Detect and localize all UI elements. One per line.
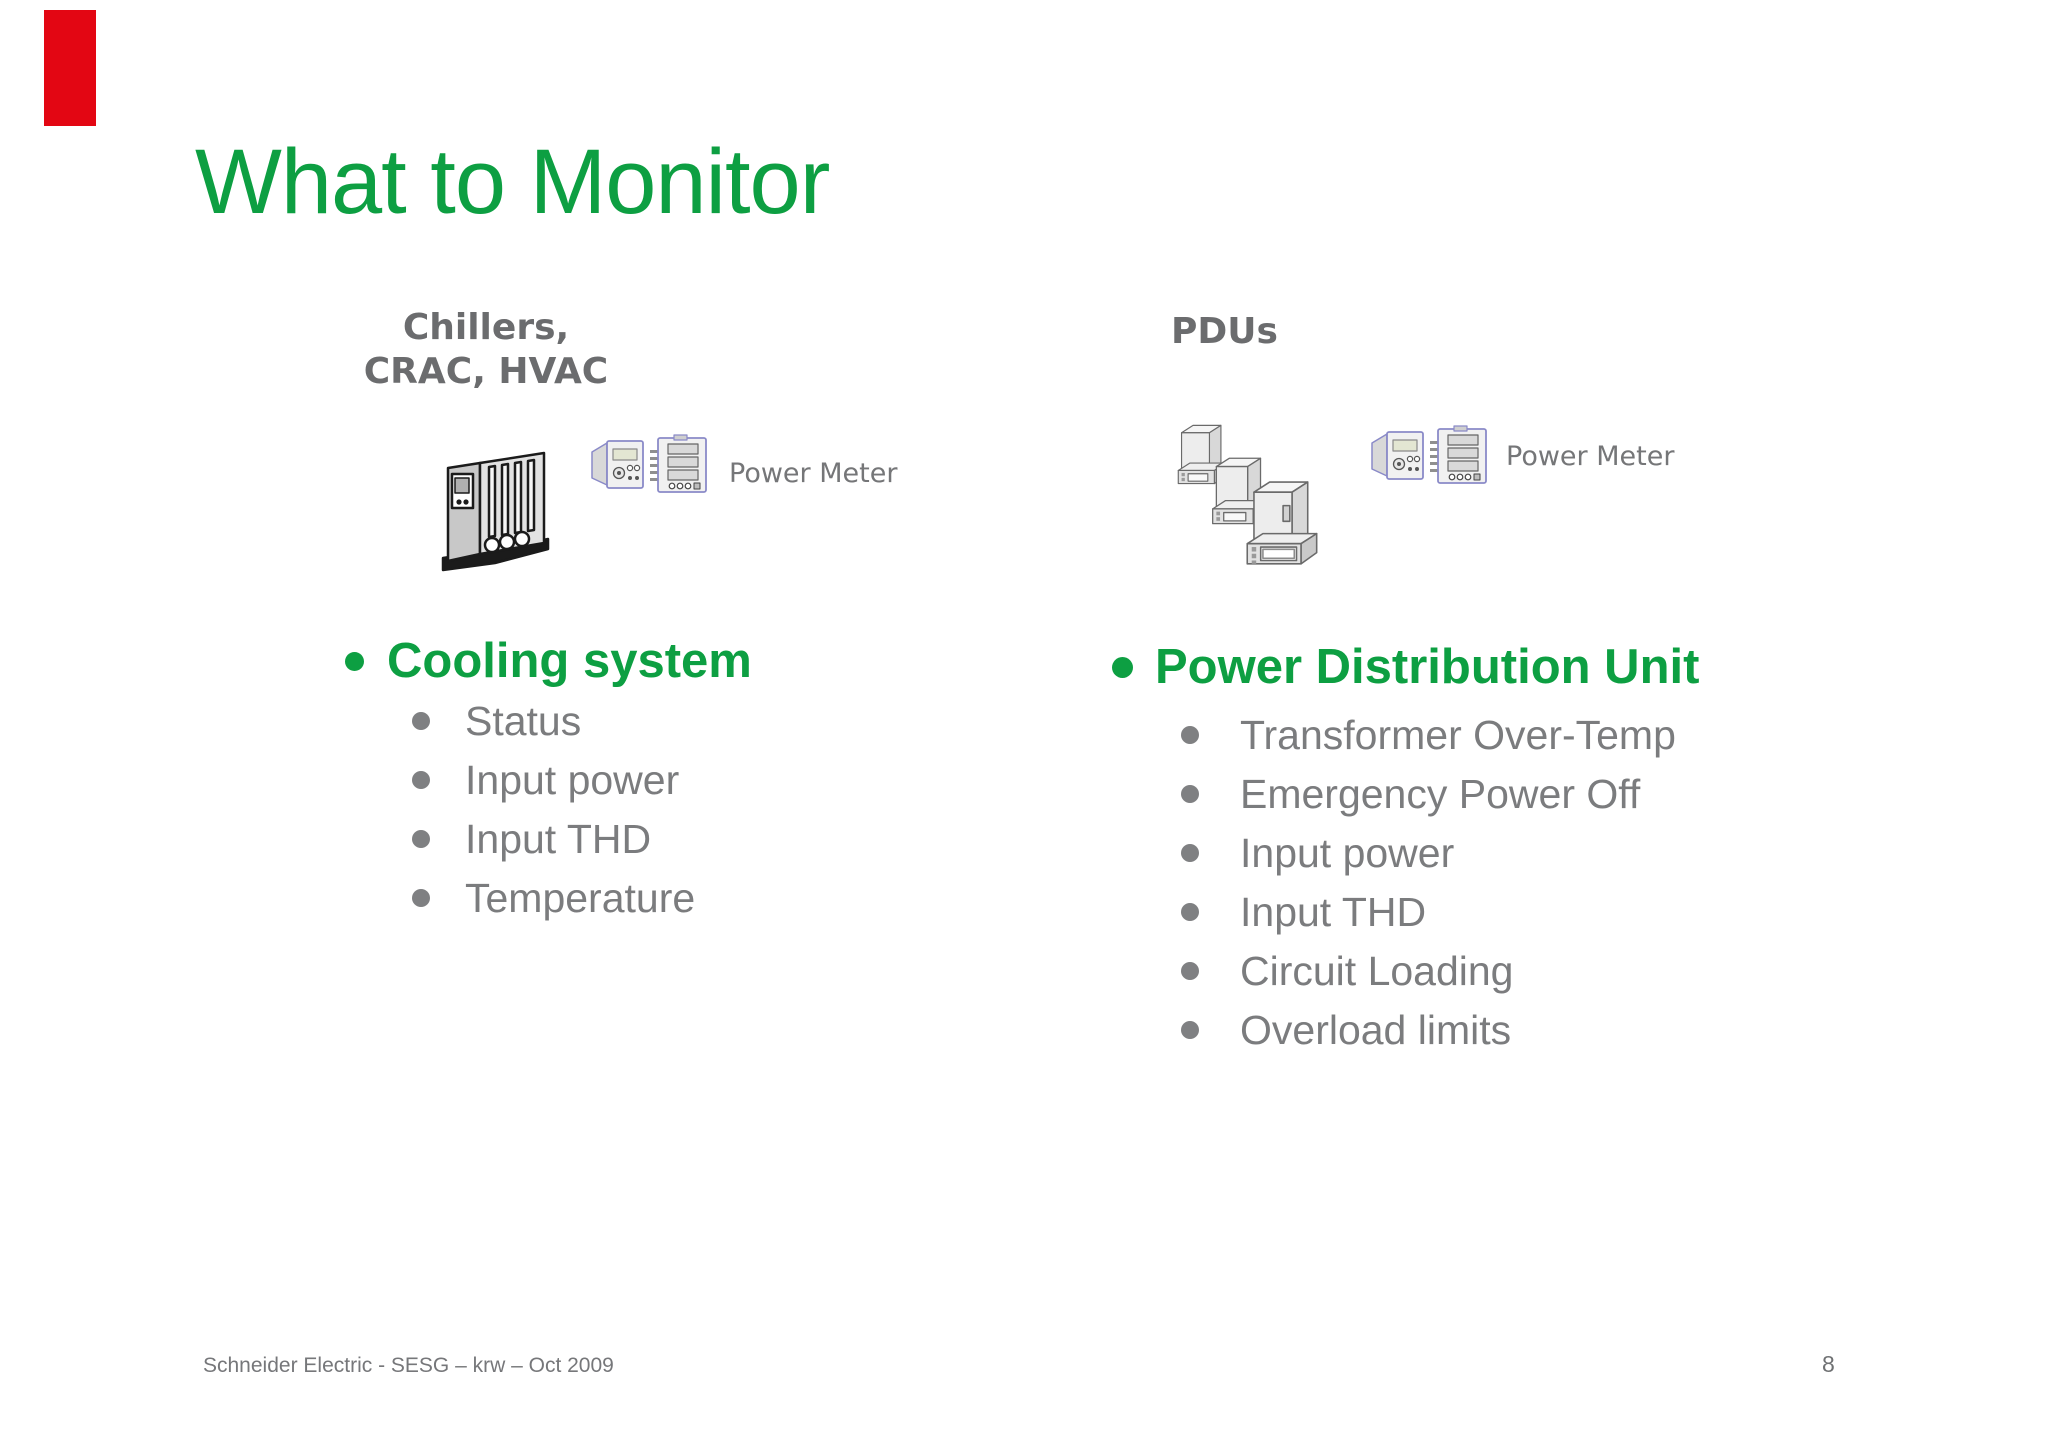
list-item-label: Input power (465, 756, 680, 803)
list-item: Overload limits (1181, 1001, 1511, 1059)
right-list-heading-label: Power Distribution Unit (1155, 640, 1700, 694)
gray-bullet-icon (1181, 726, 1199, 744)
gray-bullet-icon (1181, 785, 1199, 803)
list-item: Status (412, 692, 581, 750)
list-item-label: Input THD (465, 815, 652, 862)
power-meter-icons (1371, 425, 1487, 484)
list-item-label: Emergency Power Off (1240, 770, 1641, 817)
list-item: Input THD (412, 810, 651, 868)
list-item-label: Status (465, 697, 582, 744)
list-item: Emergency Power Off (1181, 765, 1640, 823)
footer-credit: Schneider Electric - SESG – krw – Oct 20… (203, 1354, 614, 1377)
green-bullet-icon (345, 651, 364, 671)
left-list-heading-label: Cooling system (387, 634, 752, 688)
list-item: Transformer Over-Temp (1181, 706, 1676, 764)
list-item-label: Input THD (1240, 888, 1427, 935)
gray-bullet-icon (1181, 1021, 1199, 1039)
left-heading-line2: CRAC, HVAC (363, 351, 609, 392)
red-accent-bar (44, 10, 96, 126)
right-column-heading: PDUs (1171, 311, 1278, 352)
green-bullet-icon (1112, 656, 1133, 678)
left-heading-line1: Chillers, (402, 307, 570, 348)
right-power-meter-label: Power Meter (1506, 441, 1675, 472)
gray-bullet-icon (412, 889, 430, 907)
chiller-unit-icon (441, 451, 550, 572)
gray-bullet-icon (412, 712, 430, 730)
list-item: Input power (412, 751, 679, 809)
list-item: Circuit Loading (1181, 942, 1514, 1000)
left-column-heading: Chillers, CRAC, HVAC (306, 306, 666, 394)
gray-bullet-icon (412, 830, 430, 848)
page-title: What to Monitor (195, 131, 830, 233)
gray-bullet-icon (1181, 962, 1199, 980)
power-meter-icons (591, 434, 707, 493)
right-list-heading: Power Distribution Unit (1112, 638, 1699, 696)
left-power-meter-label: Power Meter (729, 458, 898, 489)
page-number: 8 (1822, 1351, 1835, 1377)
list-item: Input THD (1181, 883, 1426, 941)
gray-bullet-icon (1181, 844, 1199, 862)
list-item-label: Overload limits (1240, 1006, 1512, 1053)
list-item-label: Input power (1240, 829, 1455, 876)
list-item-label: Transformer Over-Temp (1240, 711, 1676, 758)
list-item: Input power (1181, 824, 1454, 882)
list-item-label: Temperature (465, 874, 696, 921)
gray-bullet-icon (412, 771, 430, 789)
list-item-label: Circuit Loading (1240, 947, 1514, 994)
pdu-units-icon (1177, 424, 1318, 565)
gray-bullet-icon (1181, 903, 1199, 921)
list-item: Temperature (412, 869, 695, 927)
left-list-heading: Cooling system (345, 632, 752, 690)
